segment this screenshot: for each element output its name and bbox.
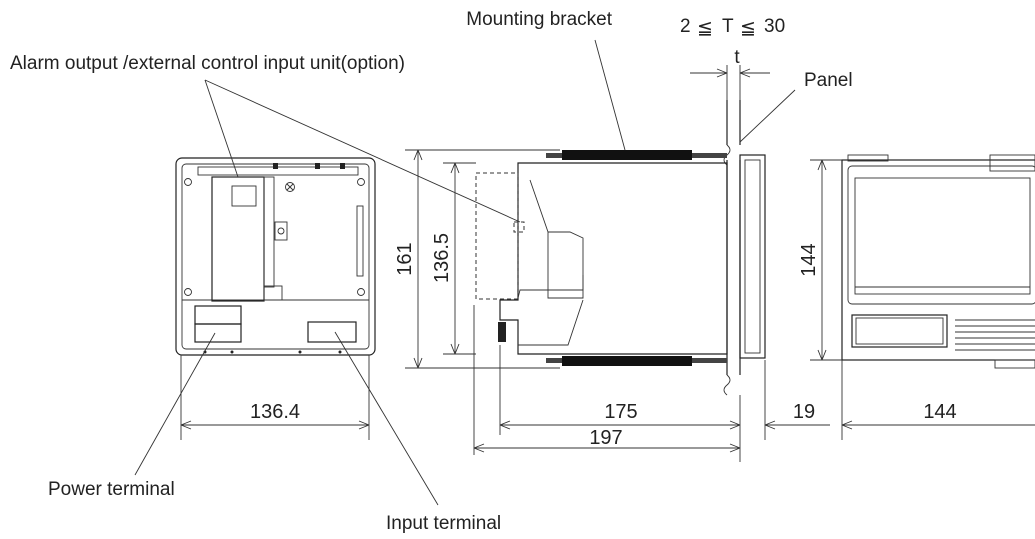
thickness-le-1: ≦ <box>697 18 713 39</box>
ground-screw <box>285 182 295 192</box>
depth-body-value: 175 <box>604 401 637 423</box>
screw-bl <box>184 288 192 296</box>
side-height-inner-value: 136.5 <box>431 233 453 283</box>
power-terminal-leader <box>134 332 216 476</box>
front-frame <box>841 159 1035 361</box>
side-depth-dimensions: 175 197 19 <box>473 305 830 462</box>
front-height-value: 144 <box>798 243 820 276</box>
front-screen <box>854 177 1031 295</box>
alarm-unit-rail <box>263 176 275 288</box>
option-unit-connector <box>513 221 525 233</box>
bezel-depth-value: 19 <box>793 401 815 423</box>
side-body <box>499 162 728 355</box>
panel-label: Panel <box>804 70 853 91</box>
right-rail <box>356 205 364 277</box>
screw-mid <box>277 227 285 235</box>
power-terminal-block-top <box>194 305 242 325</box>
front-screen-bezel <box>847 165 1035 305</box>
alarm-unit-label: Alarm output /external control input uni… <box>10 53 405 74</box>
top-clip-b <box>315 163 320 169</box>
side-view <box>475 100 766 396</box>
thickness-symbol: t <box>734 47 740 68</box>
thickness-spec-left: 2 <box>680 16 691 37</box>
front-width-arrow <box>841 420 853 430</box>
side-dim-136-5-arrows <box>450 162 460 355</box>
t-arrow-left <box>716 68 728 78</box>
panel-break-bottom <box>723 374 731 396</box>
input-terminal-block <box>307 321 357 343</box>
panel-thickness: t 2 ≦ T ≦ 30 <box>680 16 785 100</box>
screw-br <box>357 288 365 296</box>
thickness-var: T <box>722 16 734 37</box>
screw-tr <box>357 178 365 186</box>
bracket-top-tip-left <box>546 153 562 158</box>
foot-dot-3 <box>298 350 302 354</box>
side-body-step <box>517 275 584 299</box>
mid-bracket <box>274 221 288 241</box>
alarm-unit-connector <box>231 185 257 207</box>
input-terminal-leader <box>334 331 439 506</box>
depth-dim-175-arrows <box>499 420 741 430</box>
rear-dim-arrows <box>180 420 370 430</box>
front-height-arrows <box>817 159 827 361</box>
side-body-lower <box>518 299 584 346</box>
bezel <box>739 154 766 359</box>
front-top-tab <box>847 154 889 162</box>
side-height-dimensions: 161 136.5 <box>394 149 560 369</box>
foot-dot-2 <box>230 350 234 354</box>
foot-dot-4 <box>338 350 342 354</box>
mounting-bracket-label: Mounting bracket <box>466 9 612 30</box>
alarm-leader-side <box>204 79 521 223</box>
ground-screw-x2 <box>286 183 294 191</box>
thickness-le-2: ≦ <box>740 18 756 39</box>
front-dimensions: 144 144 <box>798 159 1035 440</box>
bracket-bottom <box>562 356 692 366</box>
front-lower-panel <box>851 314 948 348</box>
rear-outer-frame <box>175 157 376 356</box>
power-terminal-label: Power terminal <box>48 479 175 500</box>
bracket-bottom-tip-left <box>546 358 562 363</box>
front-view <box>841 154 1035 369</box>
top-clip-a <box>273 163 278 169</box>
front-top-right-tab <box>989 154 1035 172</box>
depth-dim-197-arrows <box>473 443 741 453</box>
callouts: Mounting bracket Panel Alarm output /ext… <box>10 9 853 534</box>
top-clip-c <box>340 163 345 169</box>
front-bottom-tab <box>994 359 1035 369</box>
screw-tl <box>184 178 192 186</box>
rear-width-value: 136.4 <box>250 401 300 423</box>
rear-width-dimension: 136.4 <box>180 355 370 440</box>
side-connector <box>498 322 506 342</box>
bracket-top <box>562 150 692 160</box>
t-arrow-right <box>739 68 751 78</box>
rear-inner-frame <box>181 163 370 350</box>
alarm-leader-rear <box>204 79 239 178</box>
depth-total-value: 197 <box>589 427 622 449</box>
mounting-bracket-leader <box>594 39 626 151</box>
option-unit-outline <box>475 172 519 300</box>
bracket-bottom-tip-right <box>692 358 727 363</box>
input-terminal-label: Input terminal <box>386 513 501 534</box>
side-body-detail <box>529 179 584 299</box>
thickness-spec-right: 30 <box>764 16 785 37</box>
side-height-outer-value: 161 <box>394 242 416 275</box>
bracket-top-tip-right <box>692 153 727 158</box>
front-lower-panel-inner <box>855 317 944 345</box>
alarm-unit-foot <box>263 285 283 301</box>
front-width-value: 144 <box>923 401 956 423</box>
panel-leader <box>739 89 796 143</box>
bezel-dim-arrow <box>764 420 776 430</box>
rear-view <box>175 157 376 356</box>
side-dim-161-arrows <box>413 149 423 369</box>
power-terminal-block-bottom <box>194 323 242 343</box>
bezel-inner <box>744 159 761 354</box>
